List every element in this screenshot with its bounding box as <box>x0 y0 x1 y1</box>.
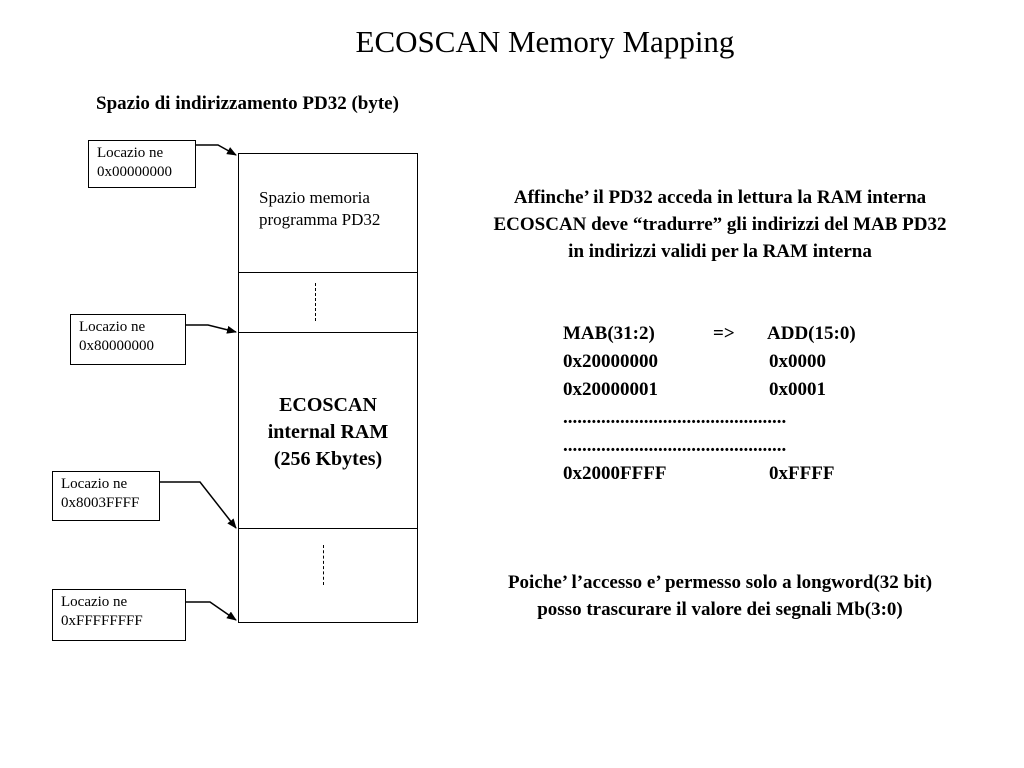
location-address: 0x00000000 <box>97 164 172 180</box>
program-space-segment: Spazio memoria programma PD32 <box>239 154 417 273</box>
arrow-0x80000000 <box>186 324 237 334</box>
page-title: ECOSCAN Memory Mapping <box>355 24 735 59</box>
mab-header: MAB(31:2) <box>563 323 655 344</box>
longword-note: Poiche’ l’accesso e’ permesso solo a lon… <box>440 569 1000 623</box>
note-line2: posso trascurare il valore dei segnali M… <box>537 599 903 620</box>
location-address: 0xFFFFFFFF <box>61 613 143 629</box>
ram-label-line3: (256 Kbytes) <box>273 448 383 470</box>
explanation-line1: Affinche’ il PD32 acceda in lettura la R… <box>513 187 927 208</box>
add-value: 0x0000 <box>769 351 826 372</box>
mapping-ellipsis-row: ........................................… <box>563 432 856 460</box>
gap-segment-lower <box>239 529 417 622</box>
mapping-ellipsis-row: ........................................… <box>563 404 856 432</box>
mapping-arrow: => <box>713 323 735 344</box>
mapping-row: 0x20000001 0x0001 <box>563 376 856 404</box>
ellipsis: ........................................… <box>563 435 787 456</box>
arrow-0xFFFFFFFF <box>186 601 237 621</box>
program-space-label-line2: programma PD32 <box>259 210 381 229</box>
add-value: 0x0001 <box>769 379 826 400</box>
location-address: 0x8003FFFF <box>61 495 140 511</box>
location-box-0xFFFFFFFF: Locazio ne 0xFFFFFFFF <box>52 589 186 641</box>
mab-value: 0x20000000 <box>563 351 658 372</box>
ram-label-line1: ECOSCAN <box>279 394 377 416</box>
dashed-separator <box>315 283 316 321</box>
location-label: Locazio ne <box>79 319 146 335</box>
location-address: 0x80000000 <box>79 338 154 354</box>
add-header: ADD(15:0) <box>767 323 856 344</box>
arrow-0x00000000 <box>196 144 237 156</box>
note-line1: Poiche’ l’accesso e’ permesso solo a lon… <box>507 572 933 593</box>
ram-label-line2: internal RAM <box>267 421 389 443</box>
internal-ram-segment: ECOSCAN internal RAM (256 Kbytes) <box>239 333 417 529</box>
mab-value: 0x2000FFFF <box>563 463 667 484</box>
address-mapping-table: MAB(31:2) => ADD(15:0) 0x20000000 0x0000… <box>563 320 856 488</box>
mapping-header: MAB(31:2) => ADD(15:0) <box>563 320 856 348</box>
ellipsis: ........................................… <box>563 407 787 428</box>
location-box-0x00000000: Locazio ne 0x00000000 <box>88 140 196 188</box>
location-label: Locazio ne <box>61 476 128 492</box>
program-space-label-line1: Spazio memoria <box>259 188 370 207</box>
memory-map-column: Spazio memoria programma PD32 ECOSCAN in… <box>238 153 418 623</box>
explanation-text: Affinche’ il PD32 acceda in lettura la R… <box>440 184 1000 265</box>
explanation-line2: ECOSCAN deve “tradurre” gli indirizzi de… <box>493 214 947 235</box>
gap-segment-upper <box>239 273 417 333</box>
location-box-0x8003FFFF: Locazio ne 0x8003FFFF <box>52 471 160 521</box>
mapping-row: 0x2000FFFF 0xFFFF <box>563 460 856 488</box>
mab-value: 0x20000001 <box>563 379 658 400</box>
arrow-0x8003FFFF <box>160 481 237 529</box>
location-label: Locazio ne <box>61 594 128 610</box>
add-value: 0xFFFF <box>769 463 835 484</box>
explanation-line3: in indirizzi validi per la RAM interna <box>568 241 872 262</box>
mapping-row: 0x20000000 0x0000 <box>563 348 856 376</box>
location-label: Locazio ne <box>97 145 164 161</box>
address-space-subtitle: Spazio di indirizzamento PD32 (byte) <box>96 93 399 114</box>
dashed-separator <box>323 545 324 585</box>
location-box-0x80000000: Locazio ne 0x80000000 <box>70 314 186 365</box>
